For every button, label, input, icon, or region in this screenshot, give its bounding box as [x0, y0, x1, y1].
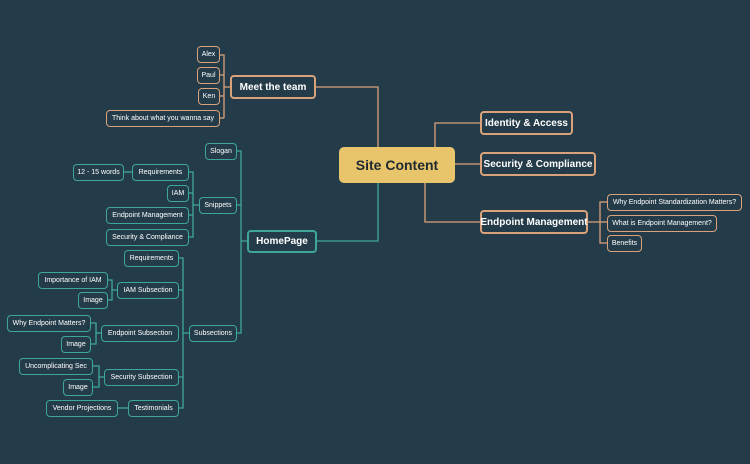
topic-uncomplicating-sec[interactable]: Uncomplicating Sec	[19, 358, 93, 375]
topic-endpoint-management[interactable]: Endpoint Management	[480, 210, 588, 234]
topic-endpoint-subsection[interactable]: Endpoint Subsection	[101, 325, 179, 342]
topic-paul[interactable]: Paul	[197, 67, 220, 84]
topic-vendor-projections[interactable]: Vendor Projections	[46, 400, 118, 417]
topic-security-subsection[interactable]: Security Subsection	[104, 369, 179, 386]
topic-word-count[interactable]: 12 - 15 words	[73, 164, 124, 181]
topic-iam-subsection[interactable]: IAM Subsection	[117, 282, 179, 299]
topic-snippets-iam[interactable]: IAM	[167, 185, 189, 202]
topic-homepage[interactable]: HomePage	[247, 230, 317, 253]
topic-testimonials[interactable]: Testimonials	[128, 400, 179, 417]
link-meet-team-children	[220, 54, 230, 119]
topic-importance-of-iam[interactable]: Importance of IAM	[38, 272, 108, 289]
topic-security-compliance[interactable]: Security & Compliance	[480, 152, 596, 176]
topic-alex[interactable]: Alex	[197, 46, 220, 63]
topic-ken[interactable]: Ken	[198, 88, 220, 105]
topic-endpoint-image[interactable]: Image	[61, 336, 91, 353]
link-root-homepage	[317, 183, 379, 242]
topic-what-is-endpoint[interactable]: What is Endpoint Management?	[607, 215, 717, 232]
topic-security-image[interactable]: Image	[63, 379, 93, 396]
topic-why-standardization[interactable]: Why Endpoint Standardization Matters?	[607, 194, 742, 211]
root-topic[interactable]: Site Content	[339, 147, 455, 183]
link-endpoint-children	[588, 201, 607, 244]
topic-snippets[interactable]: Snippets	[199, 197, 237, 214]
topic-slogan[interactable]: Slogan	[205, 143, 237, 160]
link-subsections-children	[179, 257, 189, 409]
topic-snippets-requirements[interactable]: Requirements	[132, 164, 189, 181]
topic-subsections[interactable]: Subsections	[189, 325, 237, 342]
link-security-sub-children	[93, 365, 104, 388]
link-iam-sub-children	[108, 279, 117, 301]
topic-iam-image[interactable]: Image	[78, 292, 108, 309]
link-root-endpoint	[424, 183, 480, 223]
topic-benefits[interactable]: Benefits	[607, 235, 642, 252]
topic-snippets-endpoint[interactable]: Endpoint Management	[106, 207, 189, 224]
link-root-meet-team	[316, 86, 379, 148]
topic-meet-the-team[interactable]: Meet the team	[230, 75, 316, 99]
topic-subsections-requirements[interactable]: Requirements	[124, 250, 179, 267]
link-endpoint-sub-children	[91, 322, 101, 345]
link-homepage-children	[237, 150, 247, 334]
link-snippets-children	[189, 171, 199, 238]
topic-snippets-security[interactable]: Security & Compliance	[106, 229, 189, 246]
topic-why-endpoint-matters[interactable]: Why Endpoint Matters?	[7, 315, 91, 332]
topic-identity-access[interactable]: Identity & Access	[480, 111, 573, 135]
topic-think-about[interactable]: Think about what you wanna say	[106, 110, 220, 127]
